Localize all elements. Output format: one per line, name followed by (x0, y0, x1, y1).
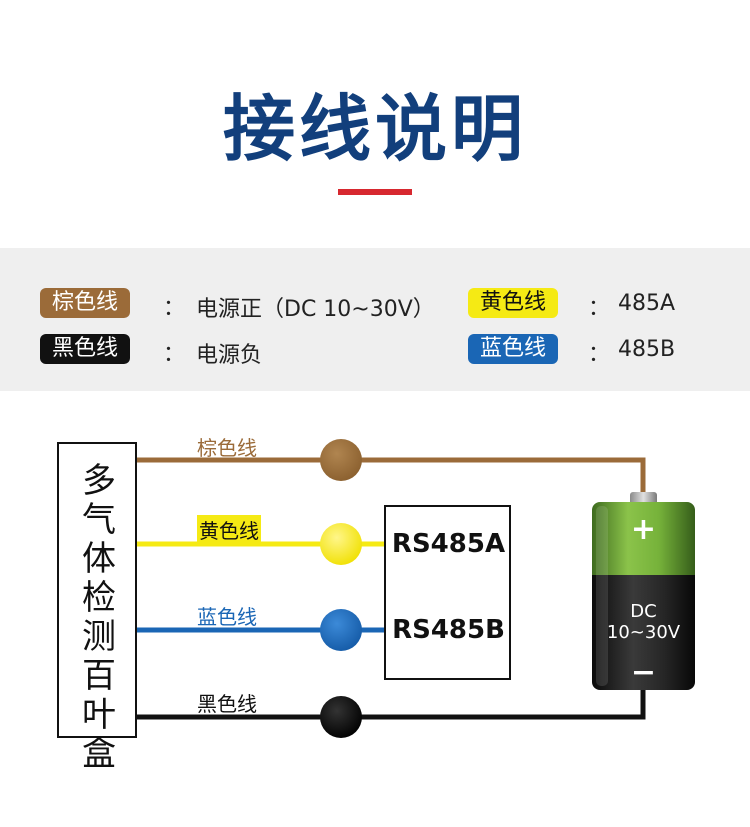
page-title: 接线说明 (222, 87, 527, 171)
legend-badge-black: 黑色线 (40, 334, 131, 364)
yellow-node (320, 523, 362, 565)
device-label-char: 气 (82, 500, 116, 540)
title-underline (338, 189, 412, 195)
brown-node (320, 439, 362, 481)
black-wire (137, 688, 646, 720)
device-label-char: 多 (82, 461, 116, 501)
rs485b-label: RS485B (392, 615, 505, 645)
wire-label-yellow: 黄色线 (197, 515, 261, 544)
device-label-char: 测 (82, 617, 116, 657)
rs485-terminal-box: RS485A RS485B (384, 505, 511, 680)
black-node (320, 696, 362, 738)
device-label: 多 气 体 检 测 百 叶 盒 (59, 462, 139, 774)
legend-desc-blue: 485B (618, 337, 676, 362)
device-label-char: 盒 (82, 734, 116, 774)
blue-node (320, 609, 362, 651)
brown-wire (137, 457, 646, 495)
battery-plus-sign: + (630, 512, 657, 547)
wire-legend-panel: 棕色线 ： 电源正（DC 10~30V） 黑色线 ： 电源负 黄色线 ： 485… (0, 248, 750, 391)
legend-colon: ： (163, 342, 186, 367)
battery-icon (592, 492, 695, 690)
legend-desc-black: 电源负 (196, 343, 263, 368)
legend-badge-yellow: 黄色线 (468, 288, 559, 318)
legend-colon: ： (588, 342, 611, 367)
wire-label-brown: 棕色线 (197, 436, 257, 460)
device-label-char: 检 (82, 578, 116, 618)
legend-desc-yellow: 485A (618, 291, 676, 316)
legend-colon: ： (163, 296, 186, 321)
battery-voltage-label: DC 10~30V (606, 601, 681, 643)
wire-label-black: 黑色线 (197, 692, 257, 716)
legend-desc-brown: 电源正（DC 10~30V） (196, 297, 435, 322)
legend-badge-blue: 蓝色线 (468, 334, 559, 364)
battery-minus-sign: − (630, 655, 657, 690)
wire-label-blue: 蓝色线 (197, 605, 257, 629)
device-label-char: 叶 (82, 695, 116, 735)
rs485a-label: RS485A (391, 529, 506, 559)
device-label-char: 体 (82, 539, 116, 579)
legend-colon: ： (588, 296, 611, 321)
device-label-char: 百 (82, 656, 116, 696)
legend-badge-brown: 棕色线 (40, 288, 131, 318)
gas-detector-louver-box: 多 气 体 检 测 百 叶 盒 (57, 442, 137, 774)
